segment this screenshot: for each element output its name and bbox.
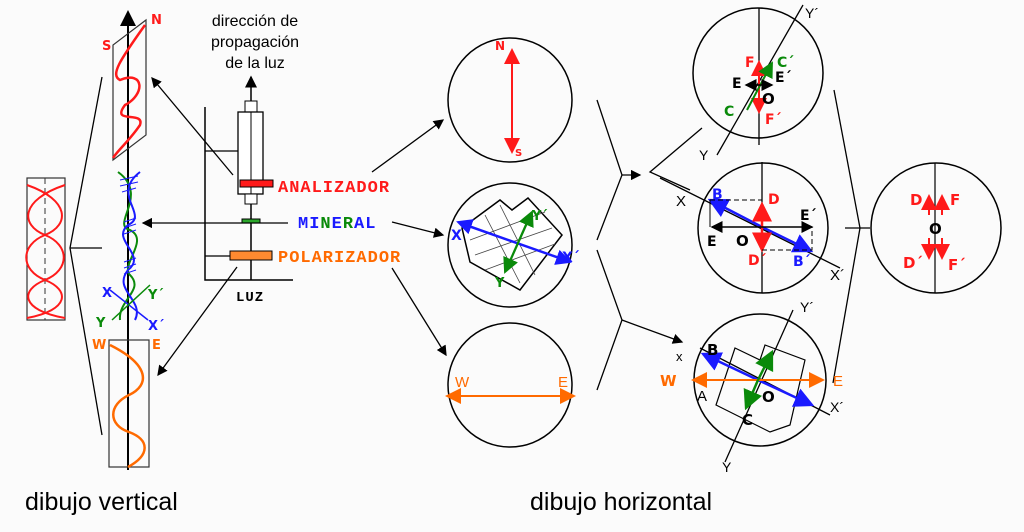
title-line-3: de la luz [225, 55, 285, 72]
label-e: E [707, 234, 717, 250]
label-s: S [515, 148, 522, 159]
red-wave-detail [25, 184, 63, 319]
orange-wave [109, 343, 146, 469]
label-a: A [697, 388, 707, 405]
label-y: Y [494, 276, 505, 291]
label-f-prime: F´ [948, 256, 966, 274]
light-source-label: LUZ [236, 290, 264, 306]
label-x: X [451, 228, 462, 244]
label-w: W [660, 372, 677, 390]
label-x-prime: X´ [830, 399, 844, 415]
label-e-prime: E´ [775, 70, 792, 86]
label-f: F [745, 55, 755, 71]
label-f-prime: F´ [765, 112, 782, 128]
label-c-prime: C´ [777, 55, 794, 71]
result-circle: D F O D´ F´ [870, 162, 1002, 294]
analyzer-filter [239, 179, 274, 188]
analyzer-view-circle: N S [447, 37, 573, 163]
stand [204, 107, 293, 281]
polarizer-label: POLARIZADOR [278, 249, 401, 268]
label-x: X [676, 193, 686, 210]
blue-wave [122, 171, 141, 321]
label-x: X [102, 286, 112, 301]
label-y-prime: Y´ [800, 299, 814, 315]
label-o: O [762, 90, 775, 108]
label-c: C [742, 411, 753, 429]
label-f: F [950, 191, 960, 209]
title-line-2: propagación [211, 34, 299, 51]
label-c: C [724, 104, 734, 120]
label-d-prime: D´ [903, 254, 923, 272]
middle-right-circle: X B D E´ E O D´ B´ X´ [659, 162, 845, 294]
wave-detail-box [26, 177, 66, 321]
label-n: N [495, 39, 505, 53]
label-o: O [736, 232, 749, 250]
label-x-prime: X´ [148, 319, 165, 334]
label-e: E [558, 374, 568, 391]
analyzer-label: ANALIZADOR [278, 179, 390, 198]
label-n: N [151, 13, 162, 28]
hatching [119, 175, 139, 275]
label-y: Y [722, 459, 732, 475]
label-w: W [455, 374, 470, 391]
label-y-prime: Y´ [531, 209, 548, 224]
label-e: E [732, 76, 742, 92]
green-wave [117, 171, 138, 321]
label-o: O [762, 388, 775, 406]
label-b-prime: B´ [793, 254, 811, 270]
label-d-prime: D´ [748, 253, 767, 269]
label-e-prime: E´ [800, 208, 817, 224]
label-y: Y [699, 147, 709, 163]
label-x: x [676, 349, 683, 364]
label-o: O [929, 220, 942, 238]
red-wave-analyzer [111, 24, 147, 159]
label-y: Y [95, 316, 106, 331]
caption-vertical: dibujo vertical [25, 488, 178, 516]
polarizer-filter [229, 250, 273, 261]
polarizer-view-circle: W E [445, 322, 576, 448]
label-d: D [768, 192, 780, 208]
label-w: W [92, 338, 106, 353]
mineral-label: MINERAL [298, 215, 376, 234]
label-x-prime: X´ [562, 250, 580, 266]
bottom-right-circle: x B W E A O C X´ Y Y´ [660, 299, 844, 475]
label-x-prime: X´ [830, 267, 845, 284]
label-b: B [707, 341, 718, 359]
connectors [596, 89, 870, 391]
label-y-prime: Y´ [147, 288, 164, 303]
label-y-prime: Y´ [805, 5, 819, 21]
label-e: E [833, 373, 843, 390]
label-s: S [102, 39, 111, 54]
caption-horizontal: dibujo horizontal [530, 488, 712, 516]
top-right-circle: F C´ E E´ O C F´ Y Y´ [692, 4, 824, 163]
analyzer-plane [112, 18, 147, 162]
label-d: D [910, 191, 922, 209]
microscope: dirección de propagación de la luz LUZ A… [141, 13, 447, 377]
label-b: B [712, 187, 723, 203]
mineral-view-circle: X X´ Y Y´ [447, 182, 580, 308]
label-e: E [152, 338, 161, 353]
vertical-drawing: N S X Y Y´ X´ W E [25, 10, 165, 470]
title-line-1: dirección de [212, 13, 298, 30]
